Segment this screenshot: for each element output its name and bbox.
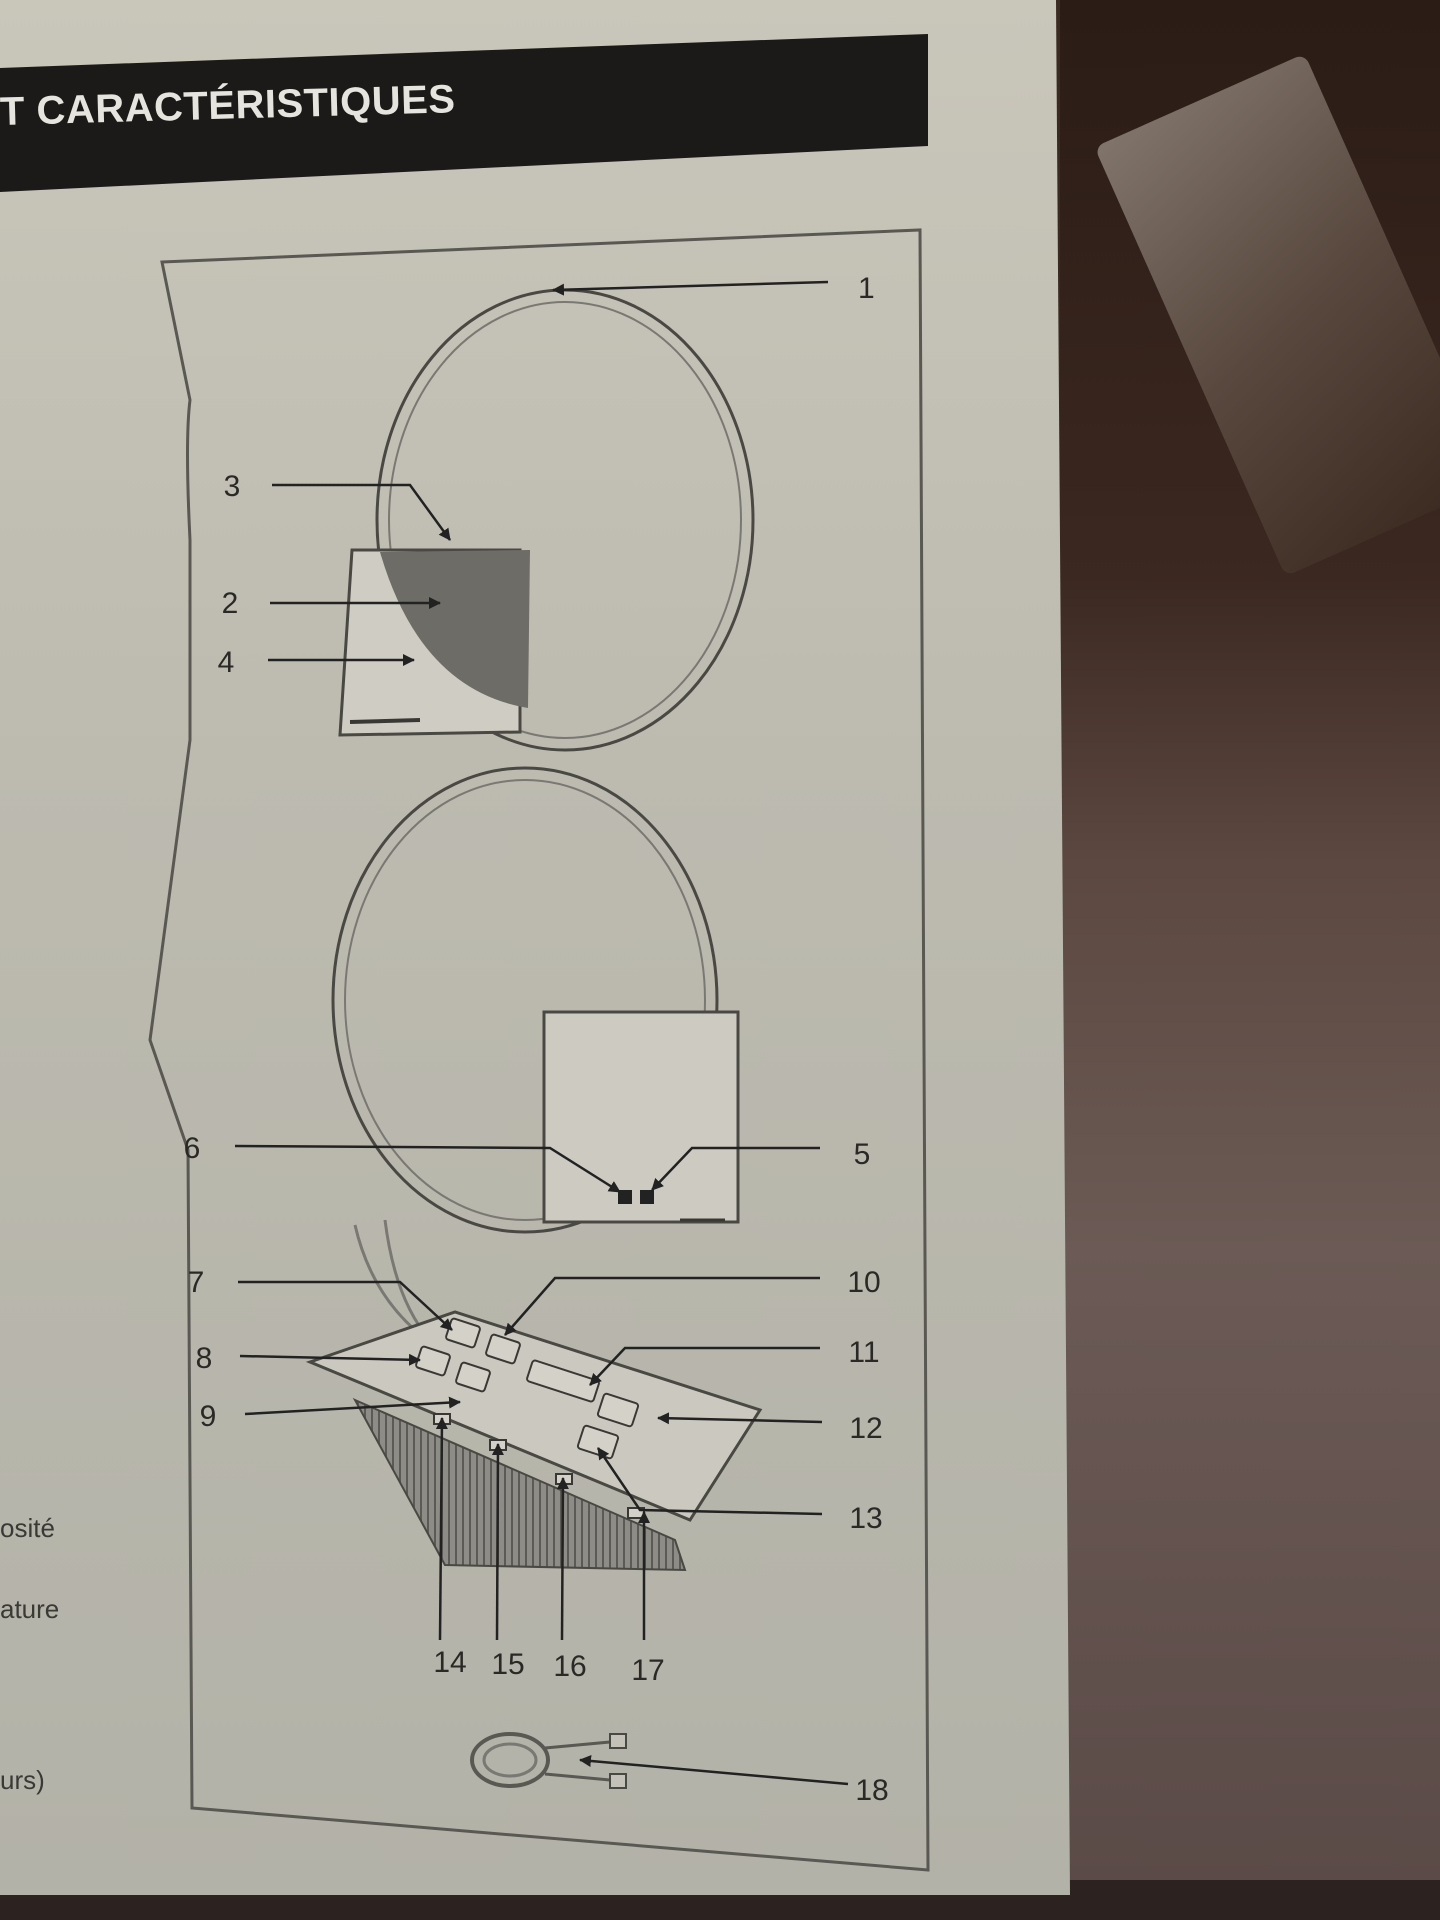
manual-page: T CARACTÉRISTIQUES osité ature urs) xyxy=(0,0,1070,1895)
callout-11: 11 xyxy=(848,1336,879,1369)
leader-12 xyxy=(657,1412,823,1425)
lamp-display-panel xyxy=(380,550,530,708)
leader-15 xyxy=(491,1443,504,1641)
power-adapter-view xyxy=(470,1732,627,1789)
lamp-back-base xyxy=(542,1010,740,1224)
leader-18 xyxy=(579,1755,849,1786)
leader-3 xyxy=(272,483,452,541)
lamp-ring-inner xyxy=(388,301,742,739)
panel-button-9 xyxy=(455,1361,491,1393)
diagram-frame xyxy=(148,228,930,1872)
back-port-left xyxy=(618,1190,632,1204)
callout-16: 16 xyxy=(553,1650,586,1683)
leader-11 xyxy=(589,1346,820,1386)
callout-1: 1 xyxy=(858,272,875,305)
lamp-control-panel-view xyxy=(305,1219,763,1572)
adapter-connector xyxy=(609,1773,627,1789)
leader-1 xyxy=(552,280,829,296)
callout-5: 5 xyxy=(854,1138,871,1171)
panel-button-10 xyxy=(485,1333,521,1365)
speaker-grill xyxy=(352,1397,687,1572)
leader-13 xyxy=(596,1447,823,1516)
callout-15: 15 xyxy=(491,1648,524,1681)
adapter-cable-coil xyxy=(470,1732,550,1788)
callout-3: 3 xyxy=(224,470,241,503)
callout-17: 17 xyxy=(631,1654,664,1687)
margin-fragment: ature xyxy=(0,1594,60,1624)
margin-fragment: osité xyxy=(0,1513,55,1543)
lamp-front-view xyxy=(338,288,755,752)
product-diagram: 1 3 2 4 6 5 7 10 8 11 9 12 13 14 15 16 1… xyxy=(148,228,930,1872)
leader-9 xyxy=(244,1396,461,1416)
back-port-right xyxy=(640,1190,654,1204)
callout-14: 14 xyxy=(433,1646,466,1679)
callout-7: 7 xyxy=(188,1266,205,1299)
leader-14 xyxy=(435,1417,448,1641)
lamp-back-view xyxy=(331,766,740,1234)
callout-18: 18 xyxy=(855,1774,888,1807)
panel-button-12 xyxy=(596,1392,640,1428)
lamp-ring-outer-back xyxy=(331,766,719,1234)
callout-2: 2 xyxy=(222,587,239,620)
leader-6 xyxy=(234,1144,621,1194)
lamp-logo-mark xyxy=(349,718,421,724)
leader-5 xyxy=(651,1146,820,1191)
callout-8: 8 xyxy=(196,1342,213,1375)
leader-16 xyxy=(556,1477,569,1641)
leader-8 xyxy=(239,1353,421,1366)
leader-7 xyxy=(238,1280,453,1331)
adapter-plug xyxy=(609,1733,627,1749)
panel-button-11 xyxy=(526,1359,600,1403)
callout-6: 6 xyxy=(184,1132,201,1165)
callout-9: 9 xyxy=(200,1400,217,1433)
leader-10 xyxy=(504,1276,820,1336)
callout-10: 10 xyxy=(847,1266,880,1299)
callout-12: 12 xyxy=(849,1412,882,1445)
margin-fragment: urs) xyxy=(0,1765,45,1795)
callout-13: 13 xyxy=(849,1502,882,1535)
lamp-ring-inner-back xyxy=(344,779,706,1221)
callout-4: 4 xyxy=(218,646,235,679)
